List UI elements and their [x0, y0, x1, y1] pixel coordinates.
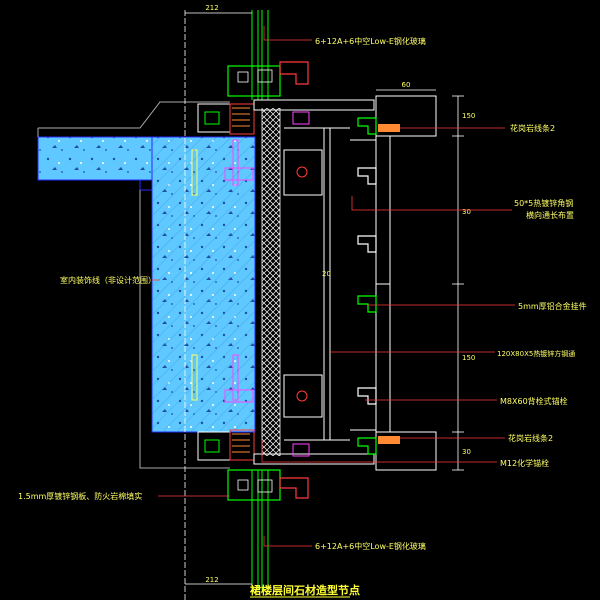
label-chem-bolt: M12化学锚栓 [500, 458, 549, 468]
label-anchor-bolt: M8X60背栓式锚栓 [500, 396, 568, 406]
top-embed-plate [197, 99, 375, 135]
dim-right-3: 150 [462, 354, 475, 362]
bottom-transom [227, 469, 309, 501]
label-concrete: 室内装饰线（非设计范围） [60, 275, 156, 285]
dim-right-1: 150 [462, 112, 475, 120]
drawing-title: 裙楼层间石材造型节点 [250, 583, 360, 597]
label-steel-tube: 120X80X5热镀锌方钢通 [497, 349, 575, 358]
fire-board [261, 108, 281, 456]
chemical-anchors [191, 139, 254, 403]
dim-mid: 20 [322, 270, 331, 278]
dim-stone-depth: 60 [402, 81, 411, 89]
label-angle-steel-2: 横向通长布置 [526, 210, 574, 220]
label-alu-hanger: 5mm厚铝合金挂件 [518, 301, 587, 311]
dim-bottom-width: 212 [205, 576, 218, 584]
dim-right-2: 30 [462, 208, 471, 216]
label-angle-steel: 50*5热镀锌角钢 [514, 198, 573, 208]
dimension-lines [185, 12, 464, 585]
leader-lines [152, 26, 515, 547]
label-fire-board: 1.5mm厚镀锌钢板、防火岩棉填实 [18, 491, 142, 501]
label-glass-top: 6+12A+6中空Low-E钢化玻璃 [315, 36, 426, 46]
label-granite-top: 花岗岩线条2 [510, 123, 555, 133]
bottom-embed-plate [197, 429, 375, 465]
label-granite-bottom: 花岗岩线条2 [508, 433, 553, 443]
steel-frame [283, 111, 350, 457]
dim-top-width: 212 [205, 4, 218, 12]
top-transom [227, 61, 309, 97]
concrete-slab [37, 101, 256, 469]
label-glass-bottom: 6+12A+6中空Low-E钢化玻璃 [315, 541, 426, 551]
granite-panel [350, 95, 437, 471]
alu-hangers [357, 117, 377, 455]
dim-right-4: 30 [462, 448, 471, 456]
